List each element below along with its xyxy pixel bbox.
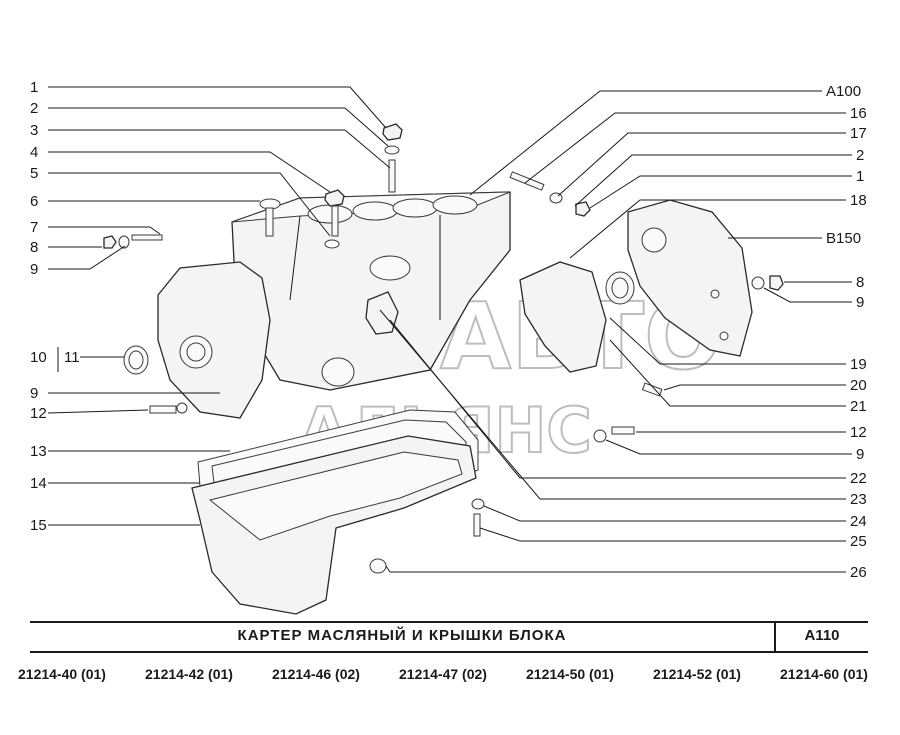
callout-label: 19: [850, 356, 867, 373]
callout-label: A100: [826, 83, 861, 100]
callout-label: 23: [850, 491, 867, 508]
callout-label: 15: [30, 517, 47, 534]
callout-label: 20: [850, 377, 867, 394]
callout-label: 9: [30, 385, 38, 402]
callout-label: 22: [850, 470, 867, 487]
engine-block: [231, 191, 511, 391]
rear-cover: [123, 261, 271, 419]
callout-label: 14: [30, 475, 47, 492]
callout-label: 24: [850, 513, 867, 530]
model-code: 21214-46 (02): [272, 666, 360, 682]
callout-label: 6: [30, 193, 38, 210]
callout-label: 8: [30, 239, 38, 256]
left-callouts: 1 2 3 4 5 6 7 8 9 10 11 9 12 13 14 15: [30, 79, 391, 534]
callout-label: 8: [856, 274, 864, 291]
callout-label: 18: [850, 192, 867, 209]
callout-label: 5: [30, 165, 38, 182]
model-code: 21214-42 (01): [145, 666, 233, 682]
callout-label: 4: [30, 144, 38, 161]
callout-label: 13: [30, 443, 47, 460]
fasteners: [103, 123, 784, 574]
callout-label: 10: [30, 349, 47, 366]
model-code: 21214-60 (01): [780, 666, 868, 682]
callout-label: 1: [30, 79, 38, 96]
callout-label: 2: [856, 147, 864, 164]
callout-label: 12: [850, 424, 867, 441]
callout-label: 2: [30, 100, 38, 117]
callout-label: 26: [850, 564, 867, 581]
right-callouts: A100 16 17 2 1 18 B150 8 9 19 20 21 12 9…: [379, 83, 867, 581]
callout-label: 7: [30, 219, 38, 236]
callout-label: 1: [856, 168, 864, 185]
oil-pan: [191, 435, 477, 615]
callout-label: 9: [30, 261, 38, 278]
callout-label: B150: [826, 230, 861, 247]
model-code: 21214-50 (01): [526, 666, 614, 682]
callout-label: 3: [30, 122, 38, 139]
callout-label: 11: [64, 349, 80, 366]
callout-label: 25: [850, 533, 867, 550]
model-code-row: 21214-40 (01) 21214-42 (01) 21214-46 (02…: [18, 666, 868, 682]
callout-label: 21: [850, 398, 867, 415]
callout-label: 9: [856, 446, 864, 463]
model-code: 21214-47 (02): [399, 666, 487, 682]
diagram-title: КАРТЕР МАСЛЯНЫЙ И КРЫШКИ БЛОКА: [237, 627, 567, 644]
callout-label: 16: [850, 105, 867, 122]
title-divider: [774, 623, 776, 651]
front-covers: [519, 199, 753, 373]
title-bar: КАРТЕР МАСЛЯНЫЙ И КРЫШКИ БЛОКА A110: [30, 621, 868, 653]
callout-label: 12: [30, 405, 47, 422]
callout-label: 9: [856, 294, 864, 311]
figure-code: A110: [804, 627, 840, 644]
model-code: 21214-40 (01): [18, 666, 106, 682]
callout-label: 17: [850, 125, 867, 142]
model-code: 21214-52 (01): [653, 666, 741, 682]
